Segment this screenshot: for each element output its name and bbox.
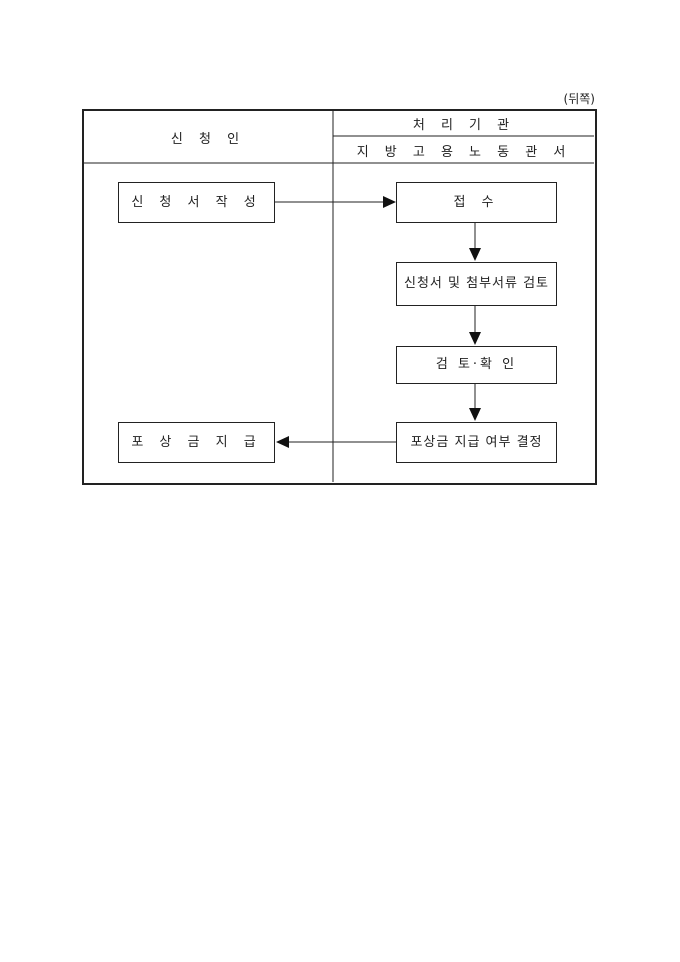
step-reward-payment: 포 상 금 지 급	[118, 422, 275, 463]
header-office: 지 방 고 용 노 동 관 서	[356, 144, 572, 160]
arrowhead-down-icon	[469, 332, 481, 345]
step-decide-payment: 포상금 지급 여부 결정	[396, 422, 557, 463]
arrowhead-down-icon	[469, 248, 481, 261]
step-review-confirm: 검 토·확 인	[396, 346, 557, 384]
page-side-note: (뒤쪽)	[563, 92, 595, 106]
step-write-application: 신 청 서 작 성	[118, 182, 275, 223]
step-review-documents: 신청서 및 첨부서류 검토	[396, 262, 557, 306]
arrowhead-down-icon	[469, 408, 481, 421]
header-agency: 처 리 기 관	[412, 118, 516, 133]
process-flow-table	[82, 109, 597, 485]
arrowhead-left-icon	[276, 436, 289, 448]
step-receive: 접 수	[396, 182, 557, 223]
header-applicant: 신 청 인	[170, 131, 246, 147]
arrowhead-right-icon	[383, 196, 396, 208]
